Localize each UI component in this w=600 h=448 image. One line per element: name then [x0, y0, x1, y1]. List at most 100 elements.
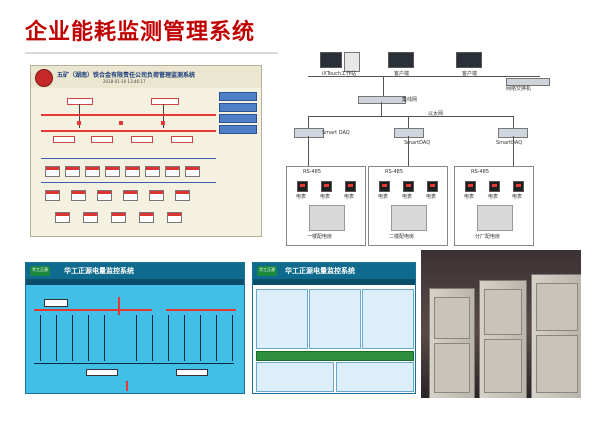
meter-icon[interactable] [85, 166, 100, 177]
room2-label: 二楼配电房 [389, 234, 415, 240]
breaker-icon [77, 121, 81, 125]
meter-icon[interactable] [139, 212, 154, 223]
company-logo-icon [35, 69, 53, 87]
building-icon [391, 205, 427, 231]
client2-label: 客户端 [462, 71, 478, 77]
switch-icon [506, 78, 550, 86]
bus-line [408, 136, 409, 166]
cabinet-door [434, 343, 470, 393]
meter-icon[interactable] [97, 190, 112, 201]
meter-icon[interactable] [71, 190, 86, 201]
building-icon [309, 205, 345, 231]
workstation-tower-icon [344, 52, 360, 72]
meter-label: 电表 [426, 194, 437, 200]
meter-icon[interactable] [165, 166, 180, 177]
scada-menu-button[interactable] [219, 92, 257, 101]
meter-display-icon [297, 181, 308, 192]
daq2-label: SmartDAQ [404, 140, 431, 146]
meter-readout-box [176, 369, 208, 376]
monitor-menu-bar[interactable] [253, 279, 415, 285]
brand-logo-text: 华工正源 [32, 267, 48, 272]
uplink-line [381, 102, 382, 116]
monitor-title: 华工正源电量监控系统 [64, 267, 134, 275]
feeder-line [72, 315, 73, 361]
feeder-line [184, 315, 185, 361]
cabinet-door [484, 339, 522, 393]
data-card [256, 362, 334, 392]
meter-icon[interactable] [111, 212, 126, 223]
power-room-2: RS-485 电表 电表 电表 二楼配电房 [368, 166, 448, 246]
workstation-label: iXTouch工作站 [322, 71, 357, 77]
power-cabinet-photo [421, 250, 581, 398]
monitor-menu-bar[interactable] [26, 279, 244, 285]
meter-icon[interactable] [185, 166, 200, 177]
meter-icon[interactable] [167, 212, 182, 223]
laptop-icon [388, 52, 414, 68]
daq-device-icon [294, 128, 324, 138]
meter-display-icon [489, 181, 500, 192]
bus1-label: RS-485 [303, 169, 321, 175]
brand-logo-icon: 华工正源 [257, 266, 277, 276]
incoming-box [44, 299, 68, 307]
feeder-line [163, 104, 164, 128]
meter-icon[interactable] [125, 166, 140, 177]
feeder-line [88, 315, 89, 361]
meter-icon[interactable] [105, 166, 120, 177]
feeder-tag [171, 136, 193, 143]
bus-line [308, 136, 309, 166]
cabinet [531, 274, 581, 398]
cabinet-door [536, 335, 578, 393]
feeder-line [232, 315, 233, 361]
meter-icon[interactable] [145, 166, 160, 177]
feeder-line [168, 315, 169, 361]
meter-icon[interactable] [55, 212, 70, 223]
meter-icon[interactable] [123, 190, 138, 201]
feeder-line [200, 315, 201, 361]
scada-side-menu [219, 92, 257, 136]
busbar-110kv [41, 114, 216, 116]
scada-menu-button[interactable] [219, 103, 257, 112]
meter-display-icon [513, 181, 524, 192]
breaker-icon [119, 121, 123, 125]
meter-icon[interactable] [83, 212, 98, 223]
network-topology-panel: iXTouch工作站 客户端 客户端 网络交换机 集线网 以太网 Smart D… [278, 52, 583, 252]
meter-display-icon [345, 181, 356, 192]
busbar-10kv [41, 158, 216, 159]
scada-menu-button[interactable] [219, 114, 257, 123]
scada-timestamp: 2018-01-10 13:46:17 [103, 79, 146, 84]
scada-menu-button[interactable] [219, 125, 257, 134]
meter-icon[interactable] [45, 190, 60, 201]
busbar [34, 309, 152, 311]
busbar-35kv [41, 130, 216, 132]
busbar [166, 309, 236, 311]
meter-label: 电表 [512, 194, 523, 200]
meter-readout-box [86, 369, 118, 376]
daq1-label: Smart DAQ [322, 130, 350, 136]
meter-label: 电表 [296, 194, 307, 200]
monitor-header: 华工正源 华工正源电量监控系统 [253, 263, 415, 279]
feeder-tag [151, 98, 179, 105]
meter-icon[interactable] [175, 190, 190, 201]
feeder-tag [131, 136, 153, 143]
data-card [256, 289, 308, 349]
cabinet-door [484, 289, 522, 335]
cabinet [479, 280, 527, 398]
bus2-label: RS-485 [385, 169, 403, 175]
drop-line [408, 116, 409, 128]
feeder-line [136, 315, 137, 361]
factory-icon [477, 205, 513, 231]
meter-display-icon [403, 181, 414, 192]
feeder-line [56, 315, 57, 361]
feeder-line [152, 315, 153, 361]
scada-header: 五矿（湖南）铁合金有限责任公司负荷管理监测系统 2018-01-10 13:46… [31, 66, 261, 88]
meter-display-icon [379, 181, 390, 192]
meter-label: 电表 [378, 194, 389, 200]
feeder-tag [53, 136, 75, 143]
hub-label: 集线网 [402, 97, 418, 103]
switch-label: 网络交换机 [506, 86, 532, 92]
meter-icon[interactable] [149, 190, 164, 201]
meter-label: 电表 [320, 194, 331, 200]
meter-icon[interactable] [65, 166, 80, 177]
meter-display-icon [427, 181, 438, 192]
meter-icon[interactable] [45, 166, 60, 177]
